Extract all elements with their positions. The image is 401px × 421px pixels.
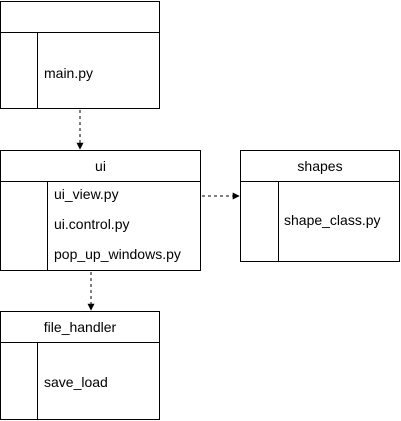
module-ui-item-pop-up-windows: pop_up_windows.py [54, 246, 181, 262]
module-file-handler-header: file_handler [1, 312, 159, 343]
module-file-handler: file_handler save_load [0, 311, 160, 420]
module-ui-title: ui [95, 158, 106, 174]
module-shapes-title: shapes [297, 158, 343, 174]
module-ui: ui ui_view.py ui.control.py pop_up_windo… [0, 150, 201, 271]
module-file-handler-gutter [1, 342, 38, 419]
module-file-handler-item-save-load: save_load [44, 374, 108, 390]
module-main: main.py [0, 1, 160, 109]
module-shapes-header: shapes [241, 151, 399, 182]
module-main-gutter [1, 32, 38, 108]
module-ui-header: ui [1, 151, 200, 182]
module-shapes-item-shape-class: shape_class.py [284, 212, 381, 228]
module-ui-gutter [1, 181, 48, 270]
module-ui-item-ui-view: ui_view.py [54, 186, 119, 202]
module-file-handler-title: file_handler [43, 319, 117, 335]
module-main-item-main-py: main.py [44, 65, 94, 81]
module-ui-item-ui-control: ui.control.py [54, 216, 130, 232]
module-shapes: shapes shape_class.py [240, 150, 400, 262]
module-main-header [1, 2, 159, 33]
module-shapes-gutter [241, 181, 279, 261]
